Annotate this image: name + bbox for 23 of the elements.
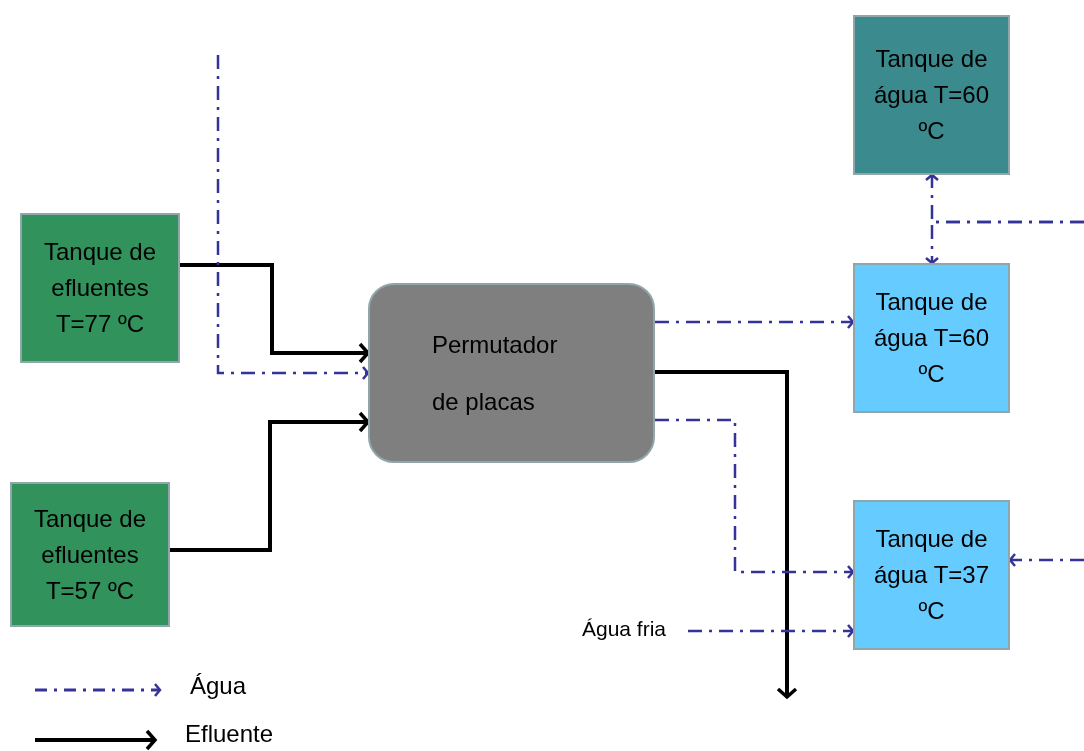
legend-label: Efluente [185,720,274,748]
node-label: Tanque de água T=37 ºC [873,524,990,626]
water-flow-arrow [216,55,370,381]
node-label: Tanque de efluentes T=57 ºC [32,503,148,606]
effluent-flow-arrow [170,411,370,552]
water-tank-box [853,263,1010,413]
effluent-flow-arrow [180,263,370,364]
water-flow-arrow [655,314,855,330]
inlet-label: Água fria [581,616,667,642]
water-flow-arrow [688,623,855,639]
water-tank-box [853,500,1010,650]
legend-label: Água [190,672,247,700]
node-label: Tanque de efluentes T=77 ºC [42,237,158,339]
water-flow-arrow [655,418,855,580]
plate-exchanger-box [368,283,655,463]
node-label: Permutador de placas [432,330,559,417]
water-tank-box [853,15,1010,175]
effluent-tank-box [20,213,180,363]
effluent-tank-box [10,482,170,627]
effluent-flow-arrow [655,370,798,699]
water-flow-arrow [924,220,1084,265]
node-label: Tanque de água T=60 ºC [873,287,990,389]
node-label: Tanque de água T=60 ºC [873,44,990,146]
